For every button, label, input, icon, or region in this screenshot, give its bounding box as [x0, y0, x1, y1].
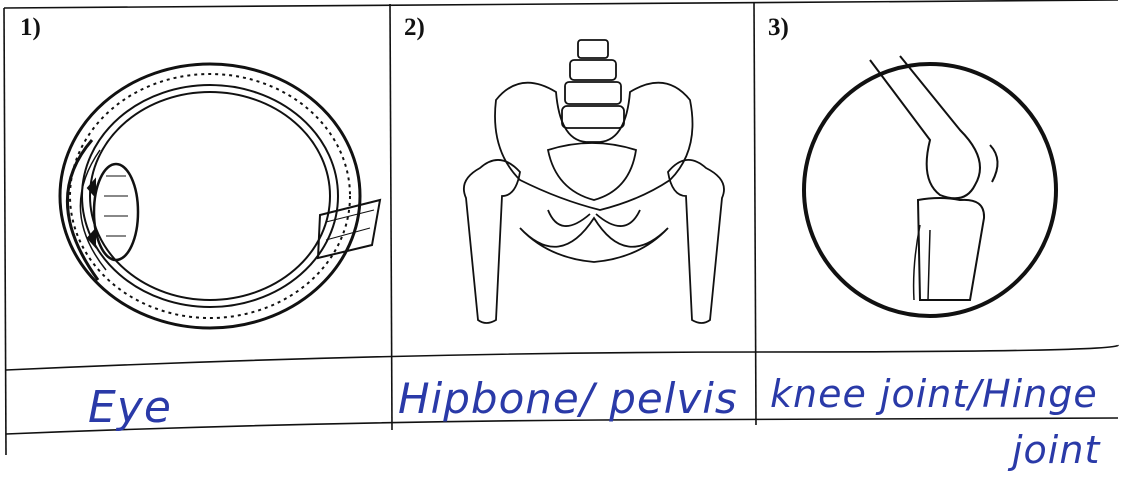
answer-2: Hipbone/ pelvis — [398, 374, 738, 423]
image-row-bottom-line — [6, 345, 1118, 370]
eye-drawing — [60, 64, 380, 328]
divider-2-3 — [754, 2, 756, 425]
answer-1: Eye — [88, 382, 172, 433]
left-border — [4, 8, 6, 455]
answer-3-continued: joint — [1012, 428, 1100, 472]
answer-3: knee joint/Hinge — [770, 372, 1098, 416]
knee-joint-drawing — [804, 56, 1056, 316]
pelvis-drawing — [464, 40, 724, 323]
divider-1-2 — [390, 4, 392, 430]
panel-number-2: 2) — [404, 14, 425, 42]
panel-number-1: 1) — [20, 14, 41, 42]
panel-number-3: 3) — [768, 14, 789, 42]
top-border — [4, 0, 1118, 8]
